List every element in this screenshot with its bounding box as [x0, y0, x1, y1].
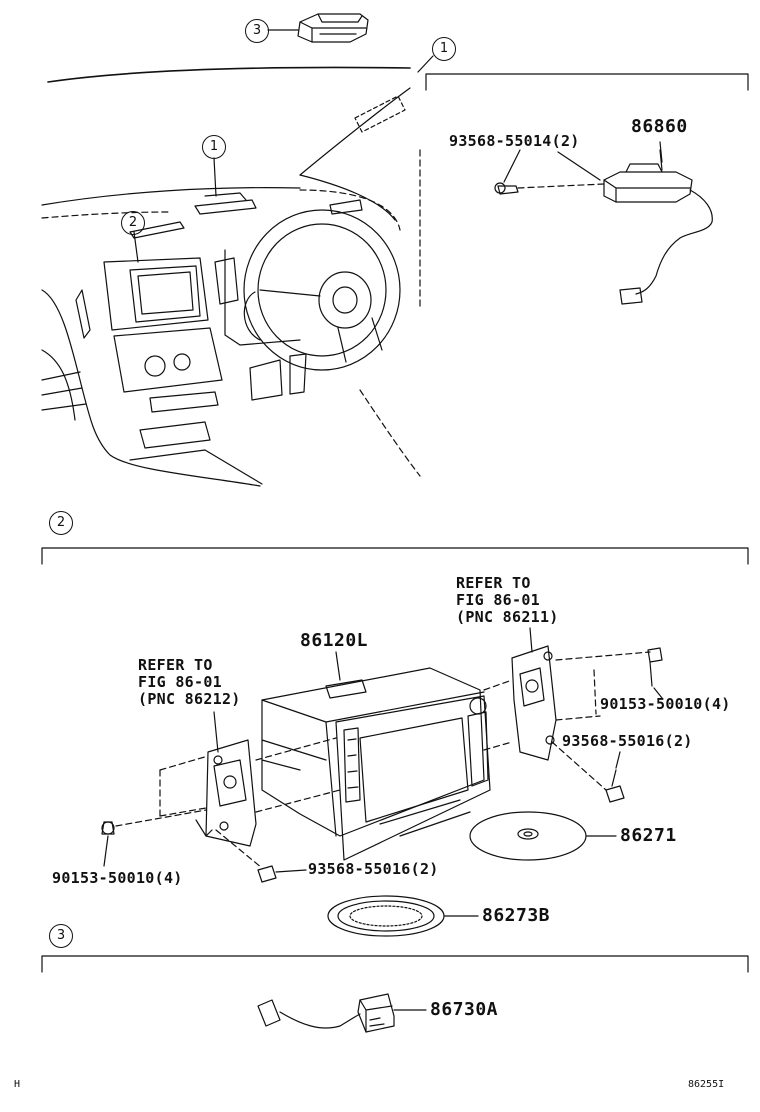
bolt-left-illustration [101, 821, 115, 835]
callout-2-section: 2 [49, 511, 73, 535]
leader-c1-inset [213, 157, 217, 197]
refer-left-line-1: REFER TO [138, 656, 213, 674]
bolt-right-illustration [647, 647, 663, 687]
refer-right-line-1: REFER TO [456, 574, 531, 592]
part-label-86273b: 86273B [482, 905, 551, 926]
ring-86273b-illustration [327, 895, 445, 937]
refer-right-line-2: FIG 86-01 [456, 591, 540, 609]
disc-86271-illustration [469, 811, 587, 861]
callout-3-section: 3 [49, 924, 73, 948]
refer-note-right: REFER TO FIG 86-01 (PNC 86211) [456, 575, 559, 626]
part-label-86730a: 86730A [430, 999, 499, 1020]
dashboard-illustration [41, 66, 421, 487]
part-label-86271: 86271 [620, 825, 677, 846]
part-label-86120l: 86120L [300, 630, 369, 651]
part-label-93568-55016-left: 93568-55016(2) [308, 860, 439, 878]
leader-c1-main [417, 55, 434, 73]
part-label-86860: 86860 [631, 116, 688, 137]
section1-bracket [425, 73, 749, 91]
section2-bracket [41, 547, 749, 565]
part-label-93568-55014: 93568-55014(2) [449, 132, 580, 150]
callout-2-inset: 2 [121, 211, 145, 235]
sensor-86860-illustration [494, 149, 713, 305]
leader-86120l [335, 651, 341, 681]
screw-right-illustration [551, 741, 625, 803]
callout-3-top: 3 [245, 19, 269, 43]
refer-note-left: REFER TO FIG 86-01 (PNC 86212) [138, 657, 241, 708]
part-label-90153-50010-left: 90153-50010(4) [52, 869, 183, 887]
leader-86860 [659, 141, 663, 163]
footer-figure-number: 86255I [688, 1079, 725, 1090]
leader-ref-right [529, 627, 533, 653]
screw-left-illustration [215, 829, 277, 883]
refer-right-line-3: (PNC 86211) [456, 608, 559, 626]
leader-c2-inset [133, 231, 139, 263]
navigation-unit-86120l-illustration [261, 667, 491, 861]
callout-1-inset: 1 [202, 135, 226, 159]
callout-1-main: 1 [432, 37, 456, 61]
leader-screw-left [275, 869, 307, 873]
bracket-left-illustration [115, 737, 341, 847]
footer-left-code: H [14, 1079, 21, 1090]
refer-left-line-3: (PNC 86212) [138, 690, 241, 708]
sensor-86730a-illustration [257, 993, 395, 1033]
leader-screw-right [615, 751, 621, 769]
bracket-right-illustration [483, 645, 651, 761]
section3-bracket [41, 955, 749, 973]
leader-ref-left [213, 711, 219, 753]
sensor-unit-top-illustration [297, 13, 369, 43]
leader-93568-55014 [503, 149, 521, 183]
leader-bolt-right [653, 687, 663, 699]
part-label-90153-50010-right: 90153-50010(4) [600, 695, 731, 713]
part-label-93568-55016-right: 93568-55016(2) [562, 732, 693, 750]
refer-left-line-2: FIG 86-01 [138, 673, 222, 691]
leader-bolt-left [103, 835, 109, 867]
